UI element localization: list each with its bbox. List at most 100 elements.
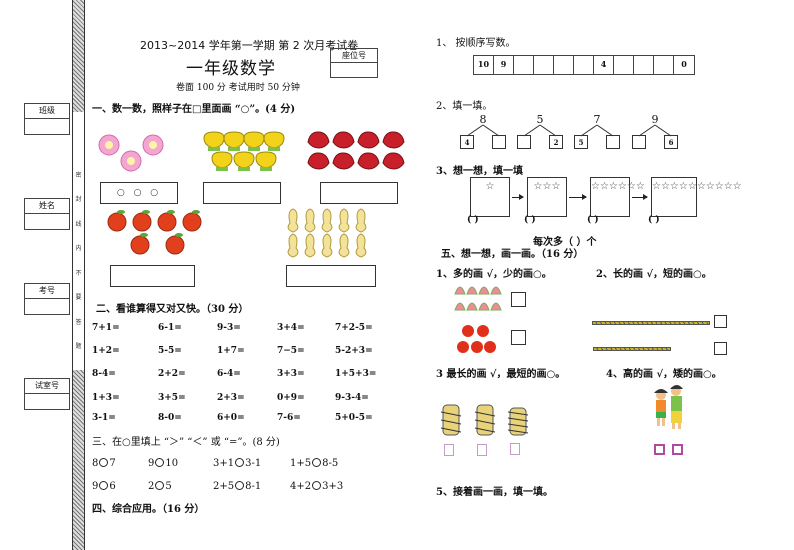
arithmetic-problem[interactable]: 8-0= [158,413,182,423]
compare-circle[interactable] [235,458,245,467]
answer-square-short-rope[interactable] [714,342,727,355]
arithmetic-problem[interactable]: 1+2= [92,346,120,356]
compare-circle[interactable] [235,481,245,490]
answer-square-cylinder-1[interactable] [444,444,454,456]
name-field[interactable]: 姓名 [24,198,70,230]
apple-icon [130,235,150,255]
arithmetic-problem[interactable]: 2+3= [217,393,245,403]
answer-square-long-rope[interactable] [714,315,727,328]
comparison-item: 3+1 3-1 [213,458,261,469]
arithmetic-problem[interactable]: 3+4= [277,323,305,333]
arithmetic-problem[interactable]: 5+0-5= [335,413,373,423]
arithmetic-problem[interactable]: 7+2-5= [335,323,373,333]
arithmetic-problem[interactable]: 3+5= [158,393,186,403]
apple-icon [457,341,469,353]
tulip-icon [263,131,285,149]
answer-square-cylinder-3[interactable] [510,443,520,455]
sequence-cell[interactable] [654,56,674,74]
bond-part-left[interactable] [517,135,531,149]
exam-number-field[interactable]: 考号 [24,283,70,315]
arithmetic-problem[interactable]: 5-5= [158,346,182,356]
compare-circle[interactable] [312,458,322,467]
sequence-cell[interactable] [634,56,654,74]
bond-part-left[interactable]: 4 [460,135,474,149]
arithmetic-problem[interactable]: 7-6= [277,413,301,423]
answer-parentheses[interactable]: ( ) [648,215,660,225]
answer-box-tulips[interactable] [203,182,281,204]
compare-circle[interactable] [155,481,165,490]
s5-q2-title: 2、长的画 √，短的画○。 [596,269,712,280]
arithmetic-problem[interactable]: 5-2+3= [335,346,373,356]
sequence-cell[interactable]: 4 [594,56,614,74]
right-operand: 3+3 [322,481,344,492]
arithmetic-problem[interactable]: 9-3-4= [335,393,369,403]
arithmetic-problem[interactable]: 3-1= [92,413,116,423]
arithmetic-problem[interactable]: 6-4= [217,369,241,379]
sequence-cell[interactable]: 0 [681,59,687,69]
arithmetic-problem[interactable]: 6+0= [217,413,245,423]
answer-box-flowers[interactable]: ○ ○ ○ [100,182,178,204]
section4-title: 四、综合应用。（16 分） [92,504,205,515]
bond-part-right[interactable] [492,135,506,149]
compare-circle[interactable] [99,458,109,467]
right-operand: 3-1 [245,458,262,469]
arithmetic-problem[interactable]: 7−5= [277,346,305,356]
answer-parentheses[interactable]: ( ) [524,215,536,225]
sequence-cell[interactable]: 10 [474,56,494,74]
answer-square-peaches[interactable] [511,292,526,307]
arithmetic-problem[interactable]: 1+7= [217,346,245,356]
arithmetic-problem[interactable]: 9-3= [217,323,241,333]
pear-icon [338,208,350,233]
answer-square-tall-boy[interactable] [672,444,683,455]
answer-parentheses[interactable]: ( ) [587,215,599,225]
answer-square-apples[interactable] [511,330,526,345]
arithmetic-problem[interactable]: 3+3= [277,369,305,379]
answer-square-short-boy[interactable] [654,444,665,455]
bond-part-left[interactable]: 5 [574,135,588,149]
bond-part-right[interactable] [606,135,620,149]
tulip-icon [211,151,233,169]
left-operand: 3+1 [213,458,235,469]
arithmetic-problem[interactable]: 8-4= [92,369,116,379]
sequence-cell[interactable] [534,56,554,74]
tall-boy-icon [670,385,683,429]
sequence-cell[interactable] [554,56,574,74]
answer-box-pears[interactable] [286,265,376,287]
bond-part-left[interactable] [632,135,646,149]
class-field[interactable]: 班级 [24,103,70,135]
arithmetic-problem[interactable]: 1+3= [92,393,120,403]
sequence-cell[interactable] [614,56,634,74]
answer-square-cylinder-2[interactable] [477,444,487,456]
peach-icon [454,286,466,295]
bond-total: 8 [479,113,487,126]
bond-part-right[interactable]: 2 [549,135,563,149]
answer-parentheses[interactable]: ( ) [467,215,479,225]
arithmetic-problem[interactable]: 7+1= [92,323,120,333]
arithmetic-problem[interactable]: 2+2= [158,369,186,379]
rose-icon [307,152,330,170]
sequence-cell[interactable] [514,56,534,74]
room-number-field[interactable]: 试室号 [24,378,70,410]
number-bond: 7 5 [572,113,622,155]
compare-circle[interactable] [99,481,109,490]
tulip-icon [243,131,265,149]
answer-box-apples[interactable] [110,265,195,287]
compare-circle[interactable] [312,481,322,490]
subject-title: 一年级数学 [186,59,276,79]
arithmetic-problem[interactable]: 0+9= [277,393,305,403]
arithmetic-problem[interactable]: 1+5+3= [335,369,377,379]
section1-pictures [98,131,405,258]
arithmetic-problem[interactable]: 6-1= [158,323,182,333]
sequence-cell[interactable]: 9 [494,56,514,74]
peach-icon [466,286,478,295]
pear-icon [321,208,333,233]
star-box: ☆☆☆ [527,177,567,217]
answer-box-roses[interactable] [320,182,398,204]
compare-circle[interactable] [155,458,165,467]
bond-part-right[interactable]: 6 [664,135,678,149]
bond-lines [580,124,614,137]
seat-number-field[interactable]: 座位号 [330,48,378,78]
sequence-cell[interactable] [574,56,594,74]
